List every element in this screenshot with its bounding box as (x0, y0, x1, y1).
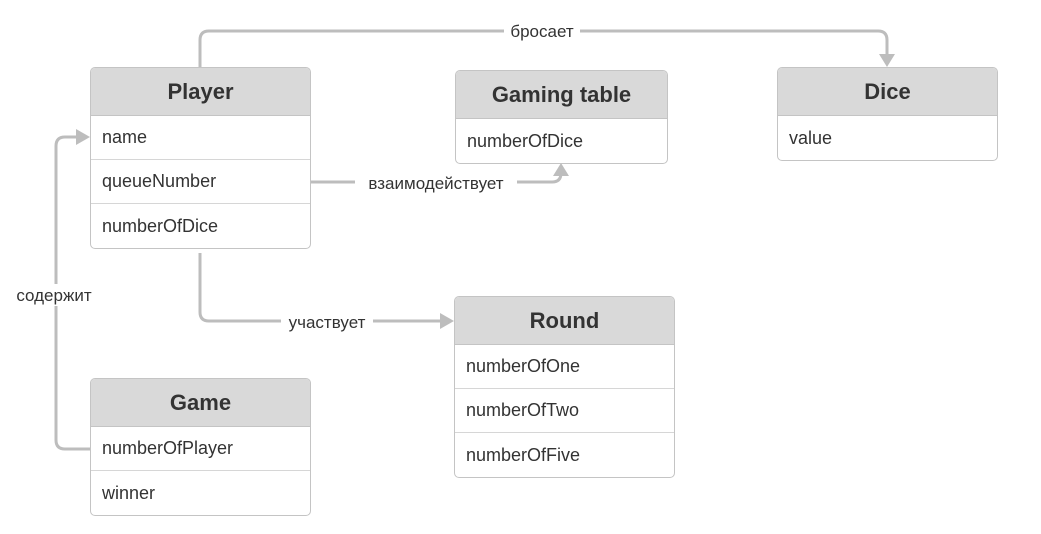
entity-gaming-table-attr-number-of-dice: numberOfDice (467, 130, 584, 151)
entity-dice[interactable]: Dice value (777, 67, 998, 161)
relation-throws-label-bg (504, 20, 580, 42)
relation-throws: бросает (198, 20, 895, 67)
relation-interacts: взаимодействует (311, 163, 569, 194)
entity-game-title: Game (91, 379, 310, 427)
relation-participates: участвует (198, 253, 454, 333)
entity-round-attr-number-of-five: numberOfFive (466, 444, 581, 465)
relation-interacts-label-bg (355, 172, 517, 194)
entity-game[interactable]: Game numberOfPlayer winner (90, 378, 311, 516)
entity-dice-attr-value: value (789, 127, 833, 148)
entity-player[interactable]: Player name queueNumber numberOfDice (90, 67, 311, 249)
entity-gaming-table-title: Gaming table (456, 71, 667, 119)
relation-participates-label: участвует (289, 313, 366, 332)
relation-interacts-arrowhead (553, 163, 569, 176)
relation-contains-label: содержит (16, 286, 91, 305)
entity-player-attr-name: name (91, 116, 310, 160)
relation-throws-label: бросает (510, 22, 573, 41)
entity-player-title: Player (91, 68, 310, 116)
entity-game-attr-number-of-player: numberOfPlayer (91, 427, 310, 471)
entity-round-attr-number-of-two: numberOfTwo (455, 389, 674, 433)
entity-game-attr-winner: winner (102, 482, 156, 503)
entity-round[interactable]: Round numberOfOne numberOfTwo numberOfFi… (454, 296, 675, 478)
relation-contains: содержит (8, 129, 100, 451)
relation-throws-arrowhead (879, 54, 895, 67)
entity-round-attr-number-of-one: numberOfOne (455, 345, 674, 389)
relation-interacts-label: взаимодействует (368, 174, 503, 193)
entity-dice-title: Dice (778, 68, 997, 116)
relation-participates-arrowhead (440, 313, 454, 329)
relation-participates-line (198, 253, 441, 323)
entity-player-attr-number-of-dice: numberOfDice (102, 215, 219, 236)
relation-participates-label-bg (281, 311, 373, 333)
relation-contains-arrowhead (76, 129, 90, 145)
entity-gaming-table[interactable]: Gaming table numberOfDice (455, 70, 668, 164)
entity-round-title: Round (455, 297, 674, 345)
entity-player-attr-queue-number: queueNumber (91, 160, 310, 204)
relation-contains-label-bg (8, 284, 100, 306)
